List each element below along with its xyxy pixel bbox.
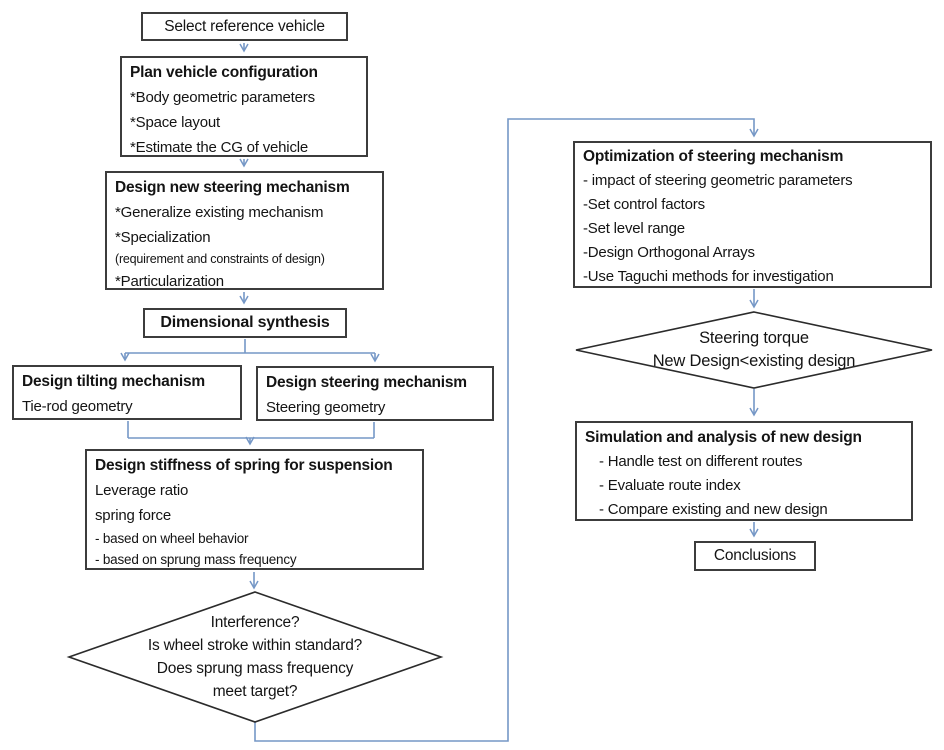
decision-suspension-diamond bbox=[66, 591, 444, 723]
node-line: -Set control factors bbox=[583, 196, 705, 213]
node-line: *Particularization bbox=[115, 273, 224, 290]
decision-suspension-text: Interference? Is wheel stroke within sta… bbox=[85, 611, 425, 703]
node-line: Tie-rod geometry bbox=[22, 398, 133, 415]
node-title: Plan vehicle configuration bbox=[130, 64, 318, 81]
node-dimensional-synthesis: Dimensional synthesis bbox=[143, 308, 347, 338]
node-line: - impact of steering geometric parameter… bbox=[583, 172, 853, 189]
node-line: *Estimate the CG of vehicle bbox=[130, 139, 309, 156]
node-line: -Set level range bbox=[583, 220, 685, 237]
decision-line: Does sprung mass frequency bbox=[156, 660, 354, 677]
node-line: Leverage ratio bbox=[95, 482, 189, 499]
node-simulation-analysis: Simulation and analysis of new design - … bbox=[575, 421, 913, 521]
node-note: (requirement and constraints of design) bbox=[115, 252, 325, 266]
node-line: spring force bbox=[95, 507, 171, 524]
node-label: Dimensional synthesis bbox=[160, 314, 330, 331]
decision-line: New Design<existing design bbox=[652, 352, 856, 370]
decision-line: Interference? bbox=[210, 614, 300, 631]
node-optimization-steering-mechanism: Optimization of steering mechanism - imp… bbox=[573, 141, 932, 288]
decision-line: Is wheel stroke within standard? bbox=[147, 637, 363, 654]
node-title: Design stiffness of spring for suspensio… bbox=[95, 457, 393, 474]
node-line: *Body geometric parameters bbox=[130, 89, 315, 106]
node-label: Conclusions bbox=[713, 547, 797, 564]
node-line: - Evaluate route index bbox=[599, 477, 741, 494]
node-line: -Use Taguchi methods for investigation bbox=[583, 268, 834, 285]
connector-decision-to-optimization bbox=[254, 118, 759, 742]
node-plan-vehicle-configuration: Plan vehicle configuration *Body geometr… bbox=[120, 56, 368, 157]
node-title: Optimization of steering mechanism bbox=[583, 148, 844, 165]
node-design-stiffness-suspension: Design stiffness of spring for suspensio… bbox=[85, 449, 424, 570]
node-design-new-steering-mechanism: Design new steering mechanism *Generaliz… bbox=[105, 171, 384, 290]
node-title: Design steering mechanism bbox=[266, 374, 467, 391]
node-line: - based on wheel behavior bbox=[95, 531, 249, 546]
node-label: Select reference vehicle bbox=[164, 17, 325, 35]
node-title: Design tilting mechanism bbox=[22, 373, 205, 390]
node-design-steering-mechanism: Design steering mechanism Steering geome… bbox=[256, 366, 494, 421]
decision-torque-diamond bbox=[575, 311, 933, 389]
node-line: *Specialization bbox=[115, 229, 211, 246]
node-design-tilting-mechanism: Design tilting mechanism Tie-rod geometr… bbox=[12, 365, 242, 420]
node-line: *Space layout bbox=[130, 114, 220, 131]
node-conclusions: Conclusions bbox=[694, 541, 816, 571]
node-line: - Handle test on different routes bbox=[599, 453, 803, 470]
decision-line: meet target? bbox=[212, 683, 298, 700]
node-line: -Design Orthogonal Arrays bbox=[583, 244, 755, 261]
decision-torque-text: Steering torque New Design<existing desi… bbox=[604, 327, 904, 373]
node-line: - Compare existing and new design bbox=[599, 501, 828, 518]
decision-line: Steering torque bbox=[699, 329, 809, 347]
node-line: Steering geometry bbox=[266, 399, 386, 416]
node-title: Design new steering mechanism bbox=[115, 179, 350, 196]
node-select-reference-vehicle: Select reference vehicle bbox=[141, 12, 348, 41]
node-title: Simulation and analysis of new design bbox=[585, 429, 862, 446]
node-line: *Generalize existing mechanism bbox=[115, 204, 324, 221]
node-line: - based on sprung mass frequency bbox=[95, 552, 297, 567]
